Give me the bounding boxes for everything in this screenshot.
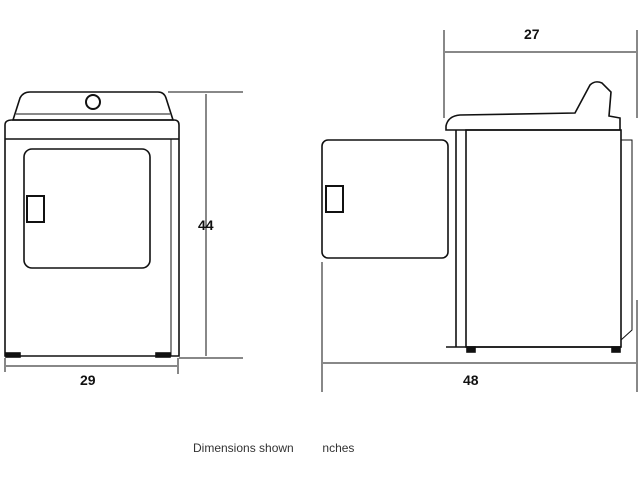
side-view [321,81,633,353]
caption-part1: Dimensions shown [193,441,294,455]
front-width-label: 29 [80,372,96,388]
front-view [4,91,180,358]
side-dimension-lines [321,30,638,392]
front-dimension-lines [4,91,243,374]
caption: Dimensions shown nches [193,441,354,455]
caption-part2: nches [322,441,355,455]
side-depth-door-open-label: 48 [463,372,479,388]
front-height-label: 44 [198,217,214,233]
side-depth-label: 27 [524,26,540,42]
